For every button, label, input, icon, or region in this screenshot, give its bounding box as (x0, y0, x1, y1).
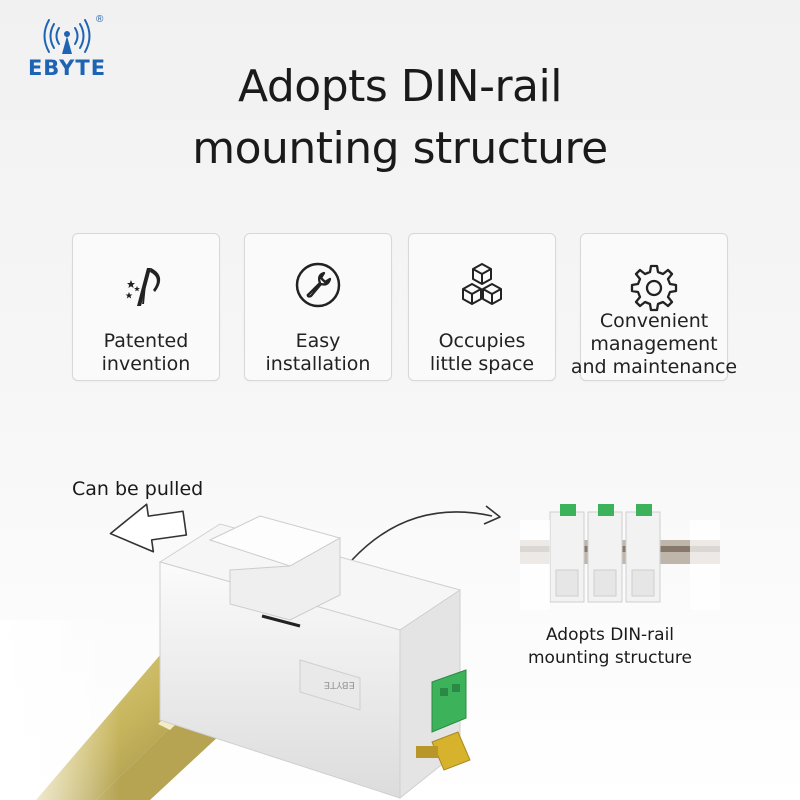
feature-card-easy-installation: Easy installation (244, 233, 392, 381)
svg-text:EBYTE: EBYTE (324, 679, 355, 690)
page-title-line-1: Adopts DIN-rail (238, 61, 562, 112)
gear-icon (630, 264, 678, 312)
feature-card-maintenance: Convenient management and maintenance (571, 233, 737, 381)
ebyte-logo: ® EBYTE (12, 14, 122, 84)
curved-arrow-icon (351, 511, 493, 561)
feature-label-maintenance: Convenient management and maintenance (570, 310, 738, 378)
feature-card-little-space: Occupies little space (408, 233, 556, 381)
feature-label-little-space: Occupies little space (429, 330, 535, 375)
feature-card-patented: Patented invention (72, 233, 220, 381)
feature-label-patented: Patented invention (101, 330, 191, 375)
wrench-icon (295, 262, 341, 308)
pull-label: Can be pulled (72, 478, 204, 500)
din-rail-device: EBYTE (158, 515, 471, 800)
page-title: Adopts DIN-rail mounting structure (100, 56, 700, 180)
rail-mount-caption: Adopts DIN-rail mounting structure (527, 625, 692, 668)
product-scene: EBYTE (0, 420, 800, 800)
feature-label-easy-installation: Easy installation (265, 330, 371, 375)
patent-star-icon (125, 268, 161, 306)
feature-cards: Patented invention Easy installation Occ… (72, 233, 737, 381)
brand-name: EBYTE (27, 56, 107, 80)
rail-mounted-devices-photo (520, 504, 720, 610)
registered-mark: ® (96, 14, 104, 25)
din-rail-illustration: EBYTE (0, 503, 720, 800)
antenna-connector (431, 731, 471, 771)
wifi-antenna-icon (43, 19, 91, 54)
pull-arrow-icon (109, 503, 188, 553)
stacked-cubes-icon (462, 263, 502, 305)
page-title-line-2: mounting structure (192, 123, 608, 174)
